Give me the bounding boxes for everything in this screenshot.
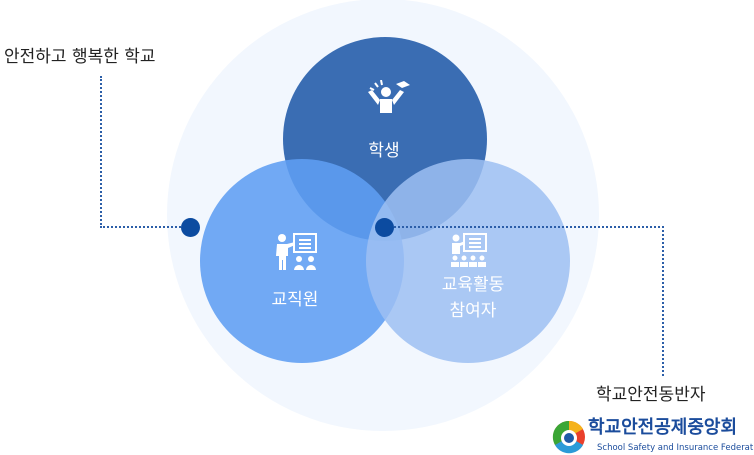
staff-label: 교직원 [271,290,319,310]
right-caption: 학교안전동반자 [596,385,706,405]
center-dot [375,218,394,237]
participant-label-line1: 교육활동 [441,275,505,295]
federation-logo [552,420,586,454]
participant-circle [366,159,570,363]
teacher-icon [274,233,318,273]
right-connector-horizontal [390,226,664,228]
logo-subtitle: School Safety and Insurance Federation [597,443,754,453]
participant-label-line2: 참여자 [449,301,497,321]
left-connector-vertical [100,76,102,228]
right-connector-vertical [662,226,664,376]
student-graduate-icon [366,80,410,116]
left-caption: 안전하고 행복한 학교 [4,47,156,67]
logo-name: 학교안전공제중앙회 [588,417,738,438]
left-connector-horizontal [100,226,192,228]
student-label: 학생 [368,141,400,161]
logo-emblem-icon [552,420,585,454]
left-dot [181,218,200,237]
classroom-icon [450,233,488,269]
participant-label: 교육활동 참여자 [393,272,553,324]
